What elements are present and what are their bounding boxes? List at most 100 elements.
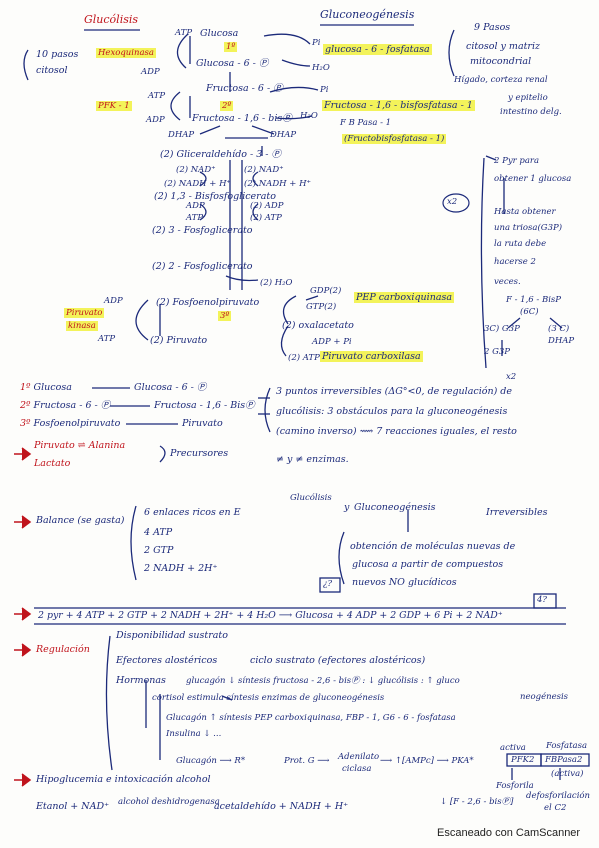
nadh: (2) NADH + H⁺ bbox=[164, 179, 231, 189]
atp5: (2) ATP bbox=[288, 353, 320, 363]
irr-2: (camino inverso) ⟿ 7 reacciones iguales,… bbox=[276, 426, 517, 437]
f6p: Fructosa - 6 - Ⓟ bbox=[206, 83, 283, 94]
reg-l7j: (activa) bbox=[551, 769, 584, 779]
ga3p: (2) Gliceraldehído - 3 - Ⓟ bbox=[160, 149, 282, 160]
side-6c: (6C) bbox=[520, 307, 539, 317]
sum-r0-b: Glucosa - 6 - Ⓟ bbox=[134, 382, 207, 393]
adp3: ADP bbox=[186, 201, 205, 211]
pepck: PEP carboxiquinasa bbox=[354, 292, 455, 303]
pi2: Pi bbox=[320, 85, 329, 95]
irr-1: glucólisis: 3 obstáculos para la glucone… bbox=[276, 406, 508, 417]
bal-d1: glucosa a partir de compuestos bbox=[352, 559, 504, 570]
side-l2: Hasta obtener bbox=[494, 207, 556, 217]
adppi: ADP + Pi bbox=[312, 337, 352, 347]
sum-r2-b: Piruvato bbox=[182, 418, 223, 429]
hypo-label: Hipoglucemia e intoxicación alcohol bbox=[36, 774, 211, 785]
reg-l7g: FBPasa2 bbox=[545, 755, 583, 765]
reg-l7m: ↓ [F - 2,6 - bisⓅ] bbox=[440, 797, 514, 807]
pep: (2) Fosfoenolpiruvato bbox=[156, 297, 260, 308]
hypo-eq1: Etanol + NAD⁺ bbox=[36, 801, 110, 812]
reg-l7h: Fosforila bbox=[496, 781, 534, 791]
hypo-eq2: acetaldehído + NADH + H⁺ bbox=[214, 801, 349, 812]
step2: 2º bbox=[220, 101, 234, 111]
bal-1: 4 ATP bbox=[144, 527, 173, 538]
pyruvate: (2) Piruvato bbox=[150, 335, 208, 346]
irr-3: ≠ y ≠ enzimas. bbox=[276, 454, 349, 465]
reg-l7a: Glucagón ⟶ R* bbox=[176, 756, 246, 766]
pg3: (2) 3 - Fosfoglicerato bbox=[152, 225, 253, 236]
side-l1: obtener 1 glucosa bbox=[494, 174, 572, 184]
alanine: Piruvato ⇌ Alanina bbox=[34, 440, 126, 451]
side-l0: 2 Pyr para bbox=[494, 156, 540, 166]
precursors: Precursores bbox=[170, 448, 229, 459]
reg-l6: Insulina ↓ ... bbox=[166, 729, 222, 739]
g6pase: glucosa - 6 - fosfatasa bbox=[323, 44, 432, 55]
steps9-c: mitocondrial bbox=[470, 56, 532, 67]
dhap2: DHAP bbox=[270, 130, 297, 140]
f16bp: Fructosa - 1,6 - bisⓅ bbox=[192, 113, 292, 124]
pc: Piruvato carboxilasa bbox=[320, 351, 423, 362]
glucose: Glucosa bbox=[200, 28, 239, 39]
side-l5: hacerse 2 bbox=[494, 257, 536, 267]
atp3b: (2) ATP bbox=[250, 213, 282, 223]
adp4: ADP bbox=[104, 296, 123, 306]
nad: (2) NAD⁺ bbox=[176, 165, 216, 175]
reg-l3b: glucagón ↓ síntesis fructosa - 2,6 - bis… bbox=[186, 676, 460, 686]
bpg: (2) 1,3 - Bisfosfoglicerato bbox=[154, 191, 276, 202]
side-l6: veces. bbox=[494, 277, 521, 287]
steps10-a: 10 pasos bbox=[36, 49, 79, 60]
side-fbp: F - 1,6 - BisP bbox=[506, 295, 562, 305]
reg-l7l: Fosfatasa bbox=[546, 741, 588, 751]
location-a: Hígado, corteza renal bbox=[454, 75, 548, 85]
lactate: Lactato bbox=[34, 458, 71, 469]
bal-irr: Irreversibles bbox=[486, 507, 548, 518]
bal-0: 6 enlaces ricos en E bbox=[144, 507, 241, 518]
fbpase1: Fructosa - 1,6 - bisfosfatasa - 1 bbox=[322, 100, 475, 111]
nad2: (2) NAD⁺ bbox=[244, 165, 284, 175]
gluconeogenesis-title: Gluconeogénesis bbox=[320, 8, 415, 21]
sum-r0-n: 1º bbox=[20, 382, 31, 393]
h2o1: H₂O bbox=[312, 63, 330, 73]
bal-3: 2 NADH + 2H⁺ bbox=[144, 563, 218, 574]
bal-gly: Glucólisis bbox=[290, 493, 332, 503]
steps9-a: 9 Pasos bbox=[474, 22, 511, 33]
side-2g3p: 2 G3P bbox=[484, 347, 511, 357]
sum-r1-n: 2º bbox=[20, 400, 31, 411]
sum-r2-a: Fosfoenolpiruvato bbox=[33, 418, 121, 429]
adp1: ADP bbox=[141, 67, 160, 77]
pk-b: kinasa bbox=[66, 321, 98, 331]
camscanner-watermark: Escaneado con CamScanner bbox=[437, 827, 581, 839]
glycolysis-title: Glucólisis bbox=[84, 13, 139, 26]
fbpase3: (Fructobisfosfatasa - 1) bbox=[342, 134, 447, 144]
location-c: intestino delg. bbox=[500, 107, 562, 117]
atp2: ATP bbox=[148, 91, 166, 101]
pfk: PFK - 1 bbox=[96, 101, 132, 111]
balance-label: Balance (se gasta) bbox=[36, 515, 125, 526]
fbpase2: F B Pasa - 1 bbox=[340, 118, 392, 128]
reg-l7e: ⟶ ↑[AMPc] ⟶ PKA* bbox=[380, 756, 474, 766]
reg-l3a: Hormonas bbox=[116, 675, 166, 686]
reg-l7n: defosforilación bbox=[526, 791, 590, 801]
regulation-label: Regulación bbox=[36, 644, 90, 655]
reg-l7f: PFK2 bbox=[511, 755, 535, 765]
steps10-b: citosol bbox=[36, 65, 68, 76]
bal-d2: nuevos NO glucídicos bbox=[352, 577, 457, 588]
location-b: y epitelio bbox=[508, 93, 548, 103]
step1: 1º bbox=[224, 42, 238, 52]
atp4: ATP bbox=[98, 334, 116, 344]
reg-l7o: el C2 bbox=[544, 803, 567, 813]
pg2: (2) 2 - Fosfoglicerato bbox=[152, 261, 253, 272]
nadh2: (2) NADH + H⁺ bbox=[244, 179, 311, 189]
sum-r0-a: Glucosa bbox=[33, 382, 72, 393]
hexokinase: Hexoquinasa bbox=[96, 48, 156, 58]
atp1: ATP bbox=[175, 28, 193, 38]
side-3c: (3 C) bbox=[548, 324, 570, 334]
side-x2b: x2 bbox=[506, 372, 517, 382]
bal-q1: ¿? bbox=[323, 579, 333, 589]
side-l4: la ruta debe bbox=[494, 239, 547, 249]
side-g3p3: 3C) G3P bbox=[484, 324, 520, 334]
hypo-enz: alcohol deshidrogenasa bbox=[118, 797, 220, 807]
equation: 2 pyr + 4 ATP + 2 GTP + 2 NADH + 2H⁺ + 4… bbox=[38, 610, 503, 621]
reg-l1: Disponibilidad sustrato bbox=[116, 630, 228, 641]
